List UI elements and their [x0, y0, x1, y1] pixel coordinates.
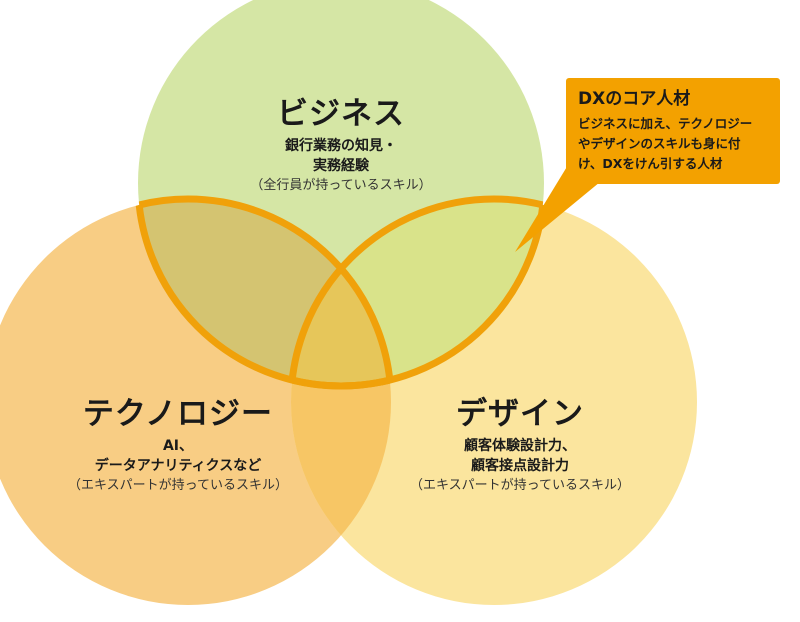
callout-title: DXのコア人材 [578, 89, 691, 109]
callout-body: ビジネスに加え、テクノロジー やデザインのスキルも身に付 け、DXをけん引する人… [578, 114, 774, 174]
technology-desc-line2: データアナリティクスなど [94, 458, 262, 474]
technology-desc-line1: AI、 [162, 438, 194, 454]
technology-title: テクノロジー [82, 396, 274, 432]
callout-box [566, 78, 780, 184]
design-label: デザイン 顧客体験設計力、 顧客接点設計力 （エキスパートが持っているスキル） [380, 396, 660, 496]
callout-line2: やデザインのスキルも身に付 [578, 136, 741, 151]
business-desc-line2: 実務経験 [313, 158, 369, 174]
business-title: ビジネス [277, 96, 405, 132]
overlap-business-design [291, 199, 544, 386]
core-talent-outline [134, 195, 548, 390]
business-note: （全行員が持っているスキル） [250, 178, 432, 193]
design-desc-line1: 顧客体験設計力、 [464, 438, 576, 454]
design-title: デザイン [456, 396, 584, 432]
callout-pointer [515, 165, 600, 252]
business-label: ビジネス 銀行業務の知見・ 実務経験 （全行員が持っているスキル） [241, 96, 441, 196]
technology-label: テクノロジー AI、 データアナリティクスなど （エキスパートが持っているスキル… [38, 396, 318, 496]
technology-note: （エキスパートが持っているスキル） [68, 478, 288, 493]
design-note: （エキスパートが持っているスキル） [410, 478, 630, 493]
callout-line3: け、DXをけん引する人材 [578, 156, 723, 171]
core-talent-callout: DXのコア人材 ビジネスに加え、テクノロジー やデザインのスキルも身に付 け、D… [566, 78, 780, 184]
business-desc-line1: 銀行業務の知見・ [285, 138, 397, 154]
overlap-business-technology [138, 199, 391, 386]
design-desc-line2: 顧客接点設計力 [471, 458, 569, 474]
callout-line1: ビジネスに加え、テクノロジー [578, 116, 753, 131]
